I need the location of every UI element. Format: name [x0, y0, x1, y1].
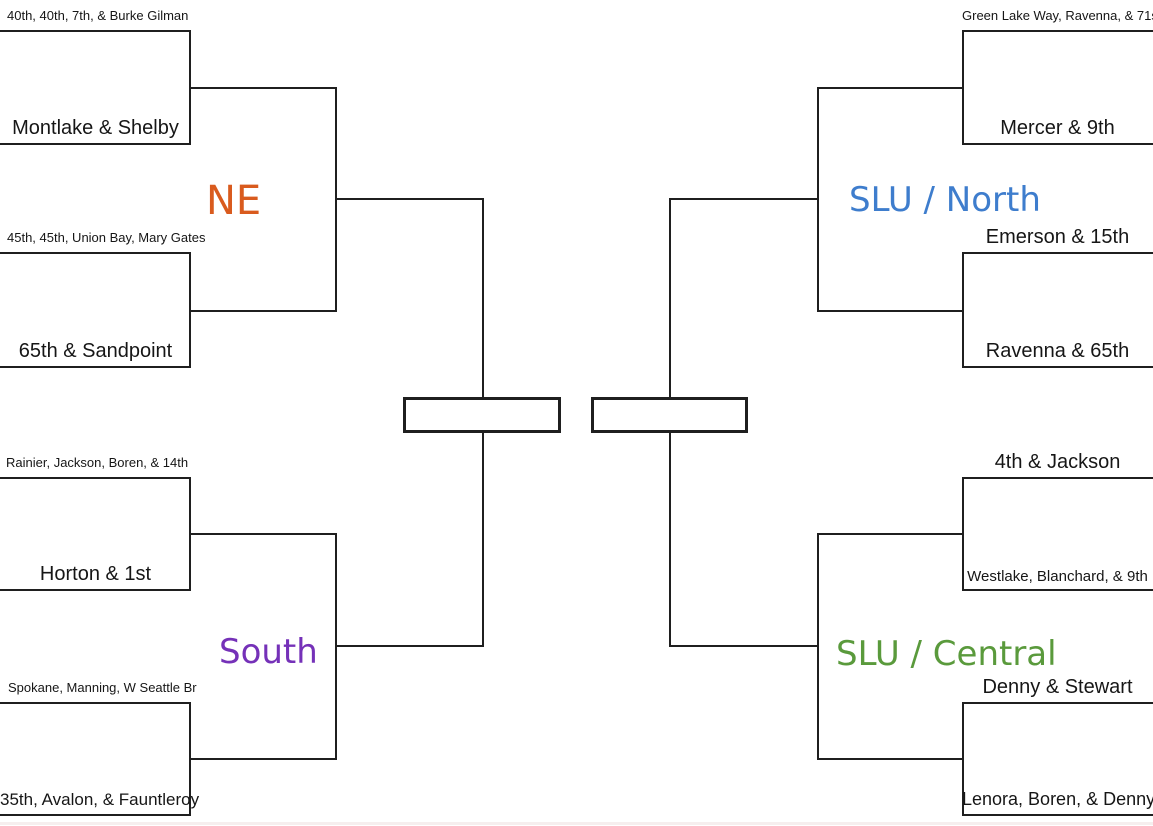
bracket-line — [189, 533, 337, 535]
bracket-line — [817, 758, 964, 760]
bracket-line — [0, 814, 191, 816]
team-label-slu-central-2: Westlake, Blanchard, & 9th — [967, 568, 1148, 585]
team-label-slu-north-3: Emerson & 15th — [985, 226, 1130, 248]
bracket-line — [817, 310, 964, 312]
region-label-south: South — [219, 632, 318, 672]
bracket-line — [189, 87, 337, 89]
team-label-ne-3: 45th, 45th, Union Bay, Mary Gates — [7, 230, 206, 245]
team-label-south-3: Spokane, Manning, W Seattle Br — [8, 680, 197, 695]
final-slot-left — [403, 397, 561, 433]
bracket-line — [335, 645, 484, 647]
region-label-slu-central: SLU / Central — [836, 634, 1057, 674]
bracket-line — [962, 814, 1153, 816]
bracket-line — [669, 645, 819, 647]
team-label-south-1: Rainier, Jackson, Boren, & 14th — [6, 455, 189, 470]
team-label-ne-2: Montlake & Shelby — [12, 117, 179, 139]
bracket-line — [189, 758, 337, 760]
bracket-line — [0, 589, 191, 591]
team-label-slu-central-3: Denny & Stewart — [982, 676, 1133, 698]
team-label-slu-central-1: 4th & Jackson — [994, 451, 1121, 473]
bracket-line — [962, 702, 1153, 704]
bracket-line — [962, 366, 1153, 368]
team-label-slu-north-4: Ravenna & 65th — [985, 340, 1130, 362]
bracket-line — [817, 87, 964, 89]
bracket-line — [0, 143, 191, 145]
bracket-line — [669, 198, 819, 200]
team-label-ne-1: 40th, 40th, 7th, & Burke Gilman — [7, 8, 189, 23]
bracket-line — [0, 30, 191, 32]
team-label-slu-central-4: Lenora, Boren, & Denny — [962, 789, 1153, 809]
bracket-line — [0, 702, 191, 704]
team-label-south-4: 35th, Avalon, & Fauntleroy — [0, 790, 200, 809]
bracket-line — [817, 533, 964, 535]
bracket-line — [0, 366, 191, 368]
team-label-south-2: Horton & 1st — [39, 563, 152, 585]
bracket-line — [962, 589, 1153, 591]
bracket-line — [189, 310, 337, 312]
final-slot-right — [591, 397, 748, 433]
page-edge — [0, 822, 1153, 825]
bracket-line — [962, 252, 1153, 254]
bracket-line — [962, 477, 1153, 479]
bracket-line — [0, 477, 191, 479]
region-label-slu-north: SLU / North — [849, 180, 1041, 220]
bracket-line — [0, 252, 191, 254]
region-label-ne: NE — [206, 178, 262, 224]
bracket-line — [962, 143, 1153, 145]
team-label-slu-north-1: Green Lake Way, Ravenna, & 71st — [962, 8, 1153, 23]
team-label-ne-4: 65th & Sandpoint — [18, 340, 173, 362]
bracket-line — [962, 30, 1153, 32]
team-label-slu-north-2: Mercer & 9th — [1000, 117, 1115, 139]
bracket-line — [335, 198, 484, 200]
